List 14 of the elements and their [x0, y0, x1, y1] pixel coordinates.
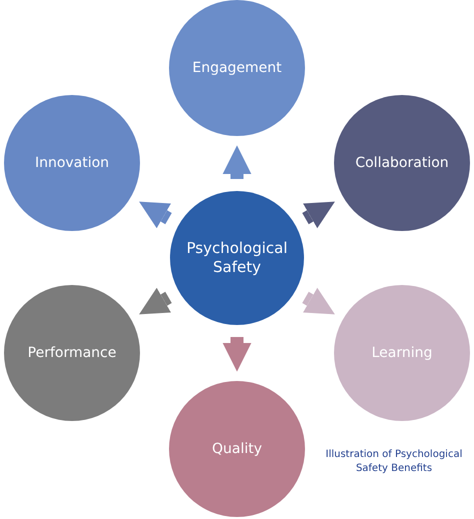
- node-label: Collaboration: [355, 154, 449, 172]
- block-arrow: [302, 288, 335, 314]
- node-label: Innovation: [34, 154, 110, 172]
- node-label: Quality: [212, 440, 262, 458]
- block-arrow: [302, 202, 335, 228]
- credit-note: Illustration of Psychological Safety Benefits: [324, 448, 464, 475]
- block-arrow: [222, 145, 252, 179]
- block-arrow: [139, 202, 172, 228]
- block-arrow: [222, 337, 252, 372]
- block-arrow: [139, 288, 172, 314]
- node-label: Learning: [372, 344, 432, 362]
- node-label: Psychological Safety: [185, 238, 289, 278]
- node-label: Performance: [28, 344, 116, 362]
- node-label: Engagement: [192, 58, 282, 78]
